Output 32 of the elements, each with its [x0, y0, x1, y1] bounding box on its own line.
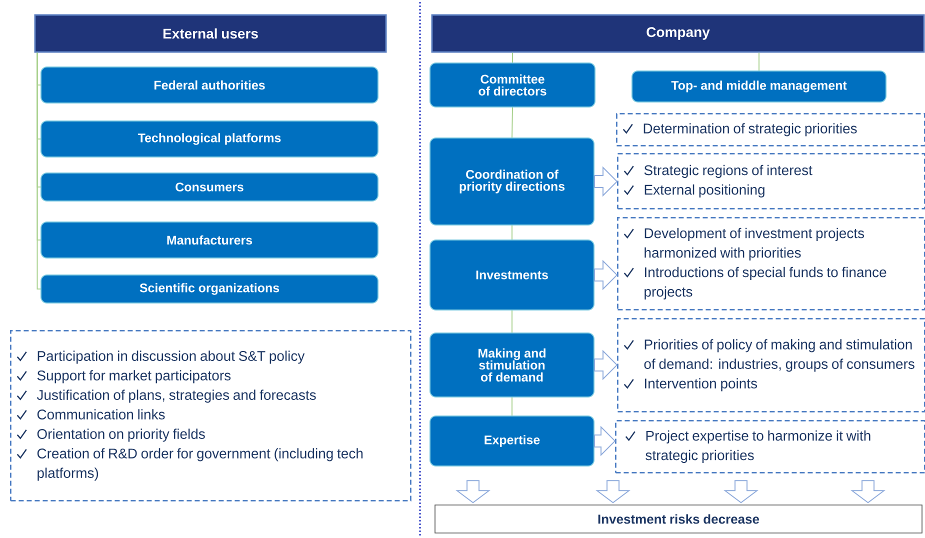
block-arrow [850, 480, 886, 504]
block-arrow [594, 350, 618, 380]
block-arrow [594, 166, 618, 197]
block-arrow [594, 260, 618, 290]
result-box: Investment risks decrease [434, 504, 922, 534]
dashed-list-box: Priorities of policy of making and stimulation of demand: industries, groups of consumers Intervention points [617, 318, 925, 412]
block-arrow [594, 426, 616, 456]
header-bar: External users [34, 14, 387, 53]
rounded-box: Investments [430, 240, 594, 310]
rounded-box: Manufacturers [40, 222, 378, 258]
rounded-box: Consumers [40, 172, 378, 202]
rounded-box: Committee of directors [430, 62, 596, 108]
dashed-list-box: Project expertise to harmonize it with strategic priorities [615, 420, 925, 474]
dashed-list-box: Strategic regions of interest External positioning [617, 153, 925, 210]
rounded-box: Making and stimulation of demand [430, 332, 594, 398]
rounded-box: Top- and middle management [632, 70, 887, 102]
header-bar: Company [431, 14, 925, 53]
rounded-box: Federal authorities [40, 66, 378, 104]
rounded-box: Coordination of priority directions [430, 138, 594, 226]
dashed-list-box: Participation in discussion about S&T policy Support for market participators Justification of plans, strategies and forecasts Communication links Orientation on priority fields Creation of R&D order for government (including tech platforms) [10, 330, 412, 502]
rounded-box: Expertise [430, 416, 594, 466]
dashed-list-box: Development of investment projects harmonized with priorities Introductions of special funds to finance projects [617, 217, 925, 310]
dashed-list-box: Determination of strategic priorities [616, 113, 925, 146]
connector-line [512, 52, 513, 63]
block-arrow [724, 480, 758, 504]
rounded-box: Scientific organizations [40, 274, 378, 304]
rounded-box: Technological platforms [40, 120, 378, 158]
block-arrow [596, 480, 630, 504]
connector-line [758, 52, 760, 71]
block-arrow [456, 480, 490, 504]
connector-line [36, 52, 41, 290]
connector-line [512, 107, 513, 138]
